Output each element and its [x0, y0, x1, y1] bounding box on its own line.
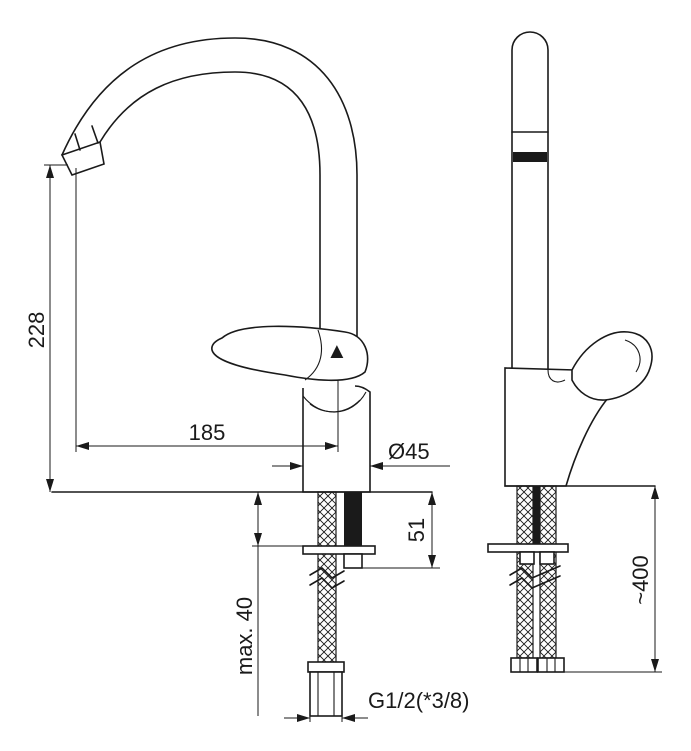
dim-228-label: 228	[24, 312, 49, 349]
side-body-joint	[547, 369, 566, 383]
side-view: ~400	[487, 31, 662, 673]
side-break-2	[509, 575, 561, 589]
dim-185-label: 185	[189, 420, 226, 445]
brand-logo-icon: ▲	[326, 338, 348, 363]
front-view: ▲	[51, 37, 433, 717]
side-lever-cap	[624, 339, 641, 373]
aerator-ring	[74, 133, 81, 151]
mounting-nut	[343, 553, 363, 569]
dim-thread-label: G1/2(*3/8)	[368, 688, 470, 713]
side-mounting-plate	[487, 543, 569, 553]
mounting-plate	[302, 545, 376, 555]
hose-fitting-top	[307, 661, 345, 673]
side-fitting-right	[537, 657, 565, 673]
side-spout	[511, 31, 549, 371]
lever-cap-line	[304, 329, 322, 381]
hose-break-2	[309, 577, 345, 589]
dim-51-label: 51	[404, 518, 429, 542]
dim-max40-label: max. 40	[232, 597, 257, 675]
side-fitting-left	[510, 657, 538, 673]
side-break-1	[509, 565, 561, 579]
front-dimensions: 228 185 Ø45 51 max. 40 G1/2(*3/8)	[24, 164, 470, 722]
side-nut-right	[539, 551, 555, 565]
side-stud	[533, 486, 540, 546]
faucet-body	[302, 385, 371, 493]
aerator-ring-2	[91, 125, 99, 144]
dim-diameter-label: Ø45	[388, 439, 430, 464]
spout-outer	[61, 37, 358, 341]
aerator-tip	[60, 140, 105, 176]
side-lever	[571, 331, 653, 401]
spout-inner	[99, 71, 321, 336]
body-collar-inner	[309, 399, 361, 413]
dim-400-label: ~400	[628, 555, 653, 605]
hose-break-1	[309, 567, 345, 579]
hose-fitting-body	[309, 671, 343, 717]
side-nut-left	[519, 551, 535, 565]
